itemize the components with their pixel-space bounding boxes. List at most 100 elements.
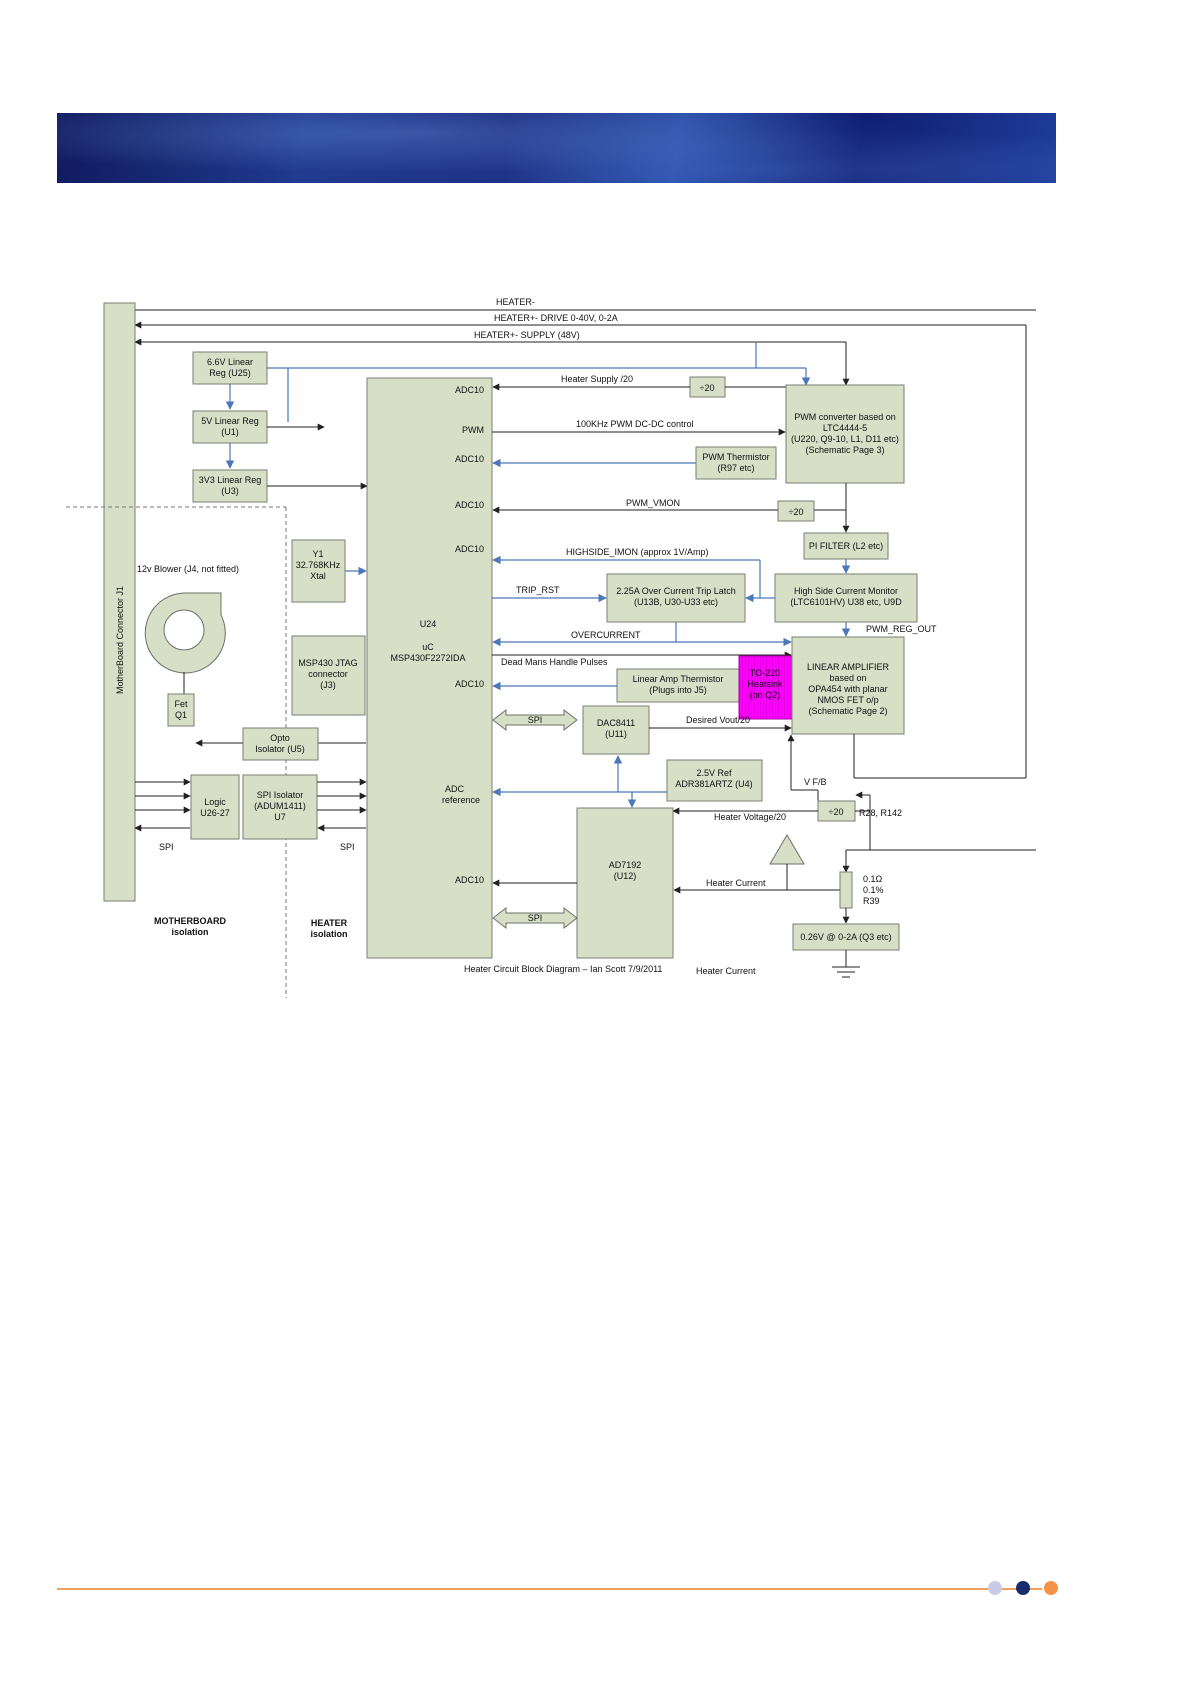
jtag-label-2: connector: [308, 669, 348, 679]
heater-drive-label: HEATER+- DRIVE 0-40V, 0-2A: [494, 313, 618, 323]
pin-adc10-2: ADC10: [455, 454, 484, 464]
linear-amp-thermistor-block: [616, 668, 740, 703]
heater-current-label-2: Heater Current: [696, 966, 756, 976]
dac-label-2: (U11): [605, 729, 627, 739]
motherboard-connector: [103, 302, 136, 902]
lin-amp-label-2: based on: [829, 673, 866, 683]
diagram-caption: Heater Circuit Block Diagram – Ian Scott…: [464, 964, 662, 974]
u24-label-1: U24: [420, 619, 437, 629]
hs-mon-label-2: (LTC6101HV) U38 etc, U9D: [790, 597, 902, 607]
header-banner: [57, 113, 1056, 183]
logic-label-1: Logic: [204, 797, 226, 807]
spi-dac-label: SPI: [528, 715, 543, 725]
pwm-control-label: 100KHz PWM DC-DC control: [576, 419, 694, 429]
reg-6v6-block: [192, 351, 268, 385]
heater-supply-20-label: Heater Supply /20: [561, 374, 633, 384]
shunt-label-1: 0.1Ω: [863, 874, 883, 884]
div20-label-1: ÷20: [700, 383, 715, 393]
opto-label-1: Opto: [270, 733, 290, 743]
blower-label: 12v Blower (J4, not fitted): [137, 564, 239, 574]
voltage-ref-block: [666, 759, 763, 802]
blower-icon: [144, 592, 226, 674]
pwm-conv-label-2: LTC4444-5: [823, 423, 867, 433]
div20-block-2: [777, 500, 815, 522]
reg-3v3-label-2: (U3): [221, 486, 239, 496]
opto-isolator-block: [242, 727, 319, 761]
reg-3v3-block: [192, 469, 268, 503]
shunt-label-3: R39: [863, 896, 880, 906]
highside-monitor-block: [774, 573, 918, 623]
lin-amp-label-1: LINEAR AMPLIFIER: [807, 662, 890, 672]
xtal-block: [291, 539, 346, 603]
spi-label-left: SPI: [159, 842, 174, 852]
div20-label-3: ÷20: [829, 807, 844, 817]
pin-adc10-3: ADC10: [455, 500, 484, 510]
r28-label: R28, R142: [859, 808, 902, 818]
pin-pwm: PWM: [462, 425, 484, 435]
u24-label-2: uC: [422, 642, 434, 652]
jtag-label-1: MSP430 JTAG: [298, 658, 357, 668]
spi-iso-label-2: (ADUM1411): [254, 801, 306, 811]
spi-isolator-block: [242, 774, 318, 840]
heater-block-diagram: HEATER- HEATER+- DRIVE 0-40V, 0-2A HEATE…: [66, 297, 1036, 998]
heatsink-label-3: (on Q2): [750, 690, 781, 700]
linear-amplifier-block: [791, 636, 905, 735]
spi-label-mid: SPI: [340, 842, 355, 852]
motherboard-isolation-label-1: MOTHERBOARD: [154, 916, 226, 926]
reg-5v-label-2: (U1): [221, 427, 239, 437]
heater-supply-label: HEATER+- SUPPLY (48V): [474, 330, 580, 340]
heater-isolation-label-1: HEATER: [311, 918, 348, 928]
heater-minus-label: HEATER-: [496, 297, 535, 307]
footer-line: [57, 1588, 1042, 1590]
ad7192-block: [576, 807, 674, 959]
shunt-resistor: [839, 871, 853, 909]
ground-icon: [832, 966, 860, 978]
div20-label-2: ÷20: [789, 507, 804, 517]
current-sense-amp: [769, 834, 805, 865]
pin-adc10-6: ADC10: [455, 875, 484, 885]
lin-amp-label-5: (Schematic Page 2): [808, 706, 887, 716]
lin-amp-label-3: OPA454 with planar: [808, 684, 887, 694]
trip-latch-label-1: 2.25A Over Current Trip Latch: [616, 586, 736, 596]
shunt-label-2: 0.1%: [863, 885, 884, 895]
logic-label-2: U26-27: [200, 808, 230, 818]
pwm-conv-label-4: (Schematic Page 3): [805, 445, 884, 455]
heatsink-label-1: TO-220: [750, 668, 780, 678]
jtag-block: [291, 635, 366, 716]
pin-adc-ref-2: reference: [442, 795, 480, 805]
lin-amp-label-4: NMOS FET o/p: [817, 695, 878, 705]
pwm-reg-out-label: PWM_REG_OUT: [866, 624, 937, 634]
desired-vout-label: Desired Vout/20: [686, 715, 750, 725]
pin-adc-ref-1: ADC: [445, 784, 465, 794]
xtal-label-2: 32.768KHz: [296, 560, 341, 570]
fet-label-2: Q1: [175, 710, 187, 720]
u24-microcontroller: [366, 377, 493, 959]
jtag-label-3: (J3): [320, 680, 336, 690]
reg-5v-label-1: 5V Linear Reg: [201, 416, 259, 426]
q3-block: [792, 923, 900, 951]
dac8411-block: [582, 705, 650, 755]
pwm-vmon-label: PWM_VMON: [626, 498, 680, 508]
reg-6v6-label-2: Reg (U25): [209, 368, 251, 378]
pwm-converter-block: [785, 384, 905, 484]
u24-label-3: MSP430F2272IDA: [390, 653, 465, 663]
trip-latch-block: [606, 573, 746, 623]
footer-dot-orange: [1044, 1581, 1058, 1595]
reg-6v6-label-1: 6.6V Linear: [207, 357, 253, 367]
pin-adc10-5: ADC10: [455, 679, 484, 689]
ad7192-label-2: (U12): [614, 871, 637, 881]
lin-therm-label-1: Linear Amp Thermistor: [633, 674, 724, 684]
pwm-thermistor-block: [695, 446, 777, 480]
motherboard-connector-label: MotherBoard Connector J1: [115, 586, 125, 694]
opto-label-2: Isolator (U5): [255, 744, 305, 754]
heatsink-label-2: Heatsink: [747, 679, 783, 689]
heater-current-label-1: Heater Current: [706, 878, 766, 888]
fet-label-1: Fet: [174, 699, 188, 709]
dac-label-1: DAC8411: [597, 718, 635, 728]
pin-adc10-1: ADC10: [455, 385, 484, 395]
highside-imon-label: HIGHSIDE_IMON (approx 1V/Amp): [566, 547, 709, 557]
fet-block: [167, 693, 195, 727]
pwm-therm-label-1: PWM Thermistor: [702, 452, 769, 462]
logic-block: [190, 774, 240, 840]
heater-isolation-label-2: isolation: [310, 929, 347, 939]
